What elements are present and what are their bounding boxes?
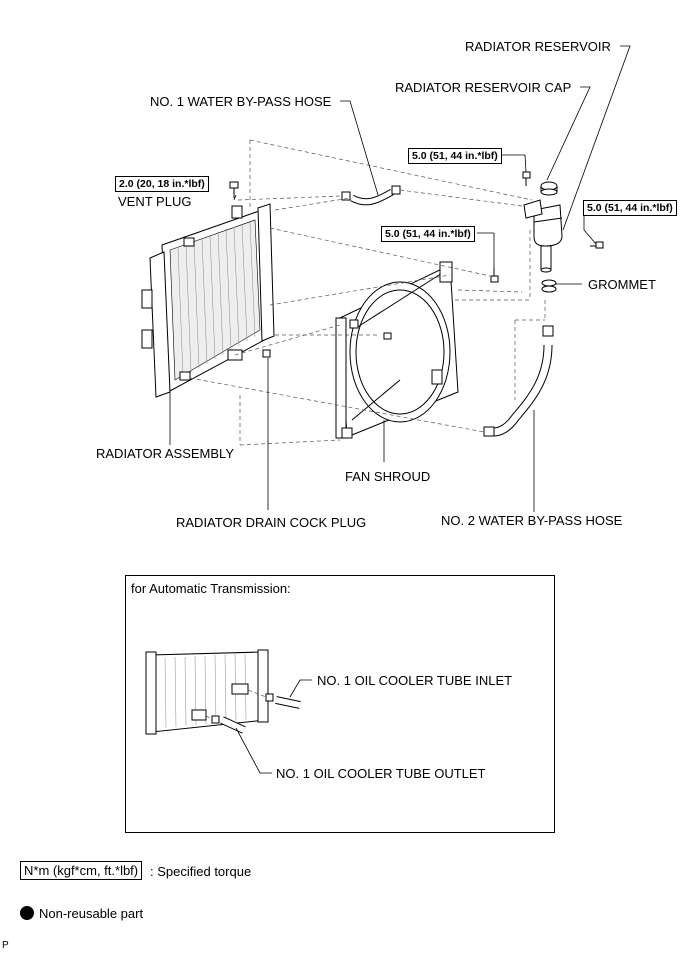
inset-drawing xyxy=(145,649,312,774)
label-no2-water-bypass-hose: NO. 2 WATER BY-PASS HOSE xyxy=(441,513,623,528)
label-oil-cooler-outlet: NO. 1 OIL COOLER TUBE OUTLET xyxy=(276,766,486,781)
fan-shroud-drawing xyxy=(335,261,459,439)
corner-mark: P xyxy=(2,940,9,951)
torque-vent-plug: 2.0 (20, 18 in.*lbf) xyxy=(115,176,209,192)
radiator-assembly-drawing xyxy=(141,203,275,398)
torque-reservoir-top: 5.0 (51, 44 in.*lbf) xyxy=(408,148,502,164)
legend-torque-desc: : Specified torque xyxy=(150,864,252,879)
label-fan-shroud: FAN SHROUD xyxy=(345,469,431,484)
label-oil-cooler-inlet: NO. 1 OIL COOLER TUBE INLET xyxy=(317,673,513,688)
legend-nonreusable: Non-reusable part xyxy=(39,906,144,921)
label-vent-plug: VENT PLUG xyxy=(118,194,192,209)
label-grommet: GROMMET xyxy=(588,277,656,292)
label-radiator-reservoir: RADIATOR RESERVOIR xyxy=(465,39,611,54)
label-no1-water-bypass-hose: NO. 1 WATER BY-PASS HOSE xyxy=(150,94,332,109)
legend-torque-unit: N*m (kgf*cm, ft.*lbf) xyxy=(20,861,143,880)
no2-water-bypass-hose-drawing xyxy=(483,325,554,437)
radiator-reservoir-drawing xyxy=(523,181,563,273)
grommet-drawing xyxy=(541,279,557,287)
label-radiator-assembly: RADIATOR ASSEMBLY xyxy=(96,446,234,461)
nonreusable-dot-icon xyxy=(20,906,34,920)
automatic-transmission-inset xyxy=(125,575,555,833)
bolts xyxy=(229,171,604,358)
label-radiator-drain-cock-plug: RADIATOR DRAIN COCK PLUG xyxy=(176,515,367,530)
inset-title: for Automatic Transmission: xyxy=(131,581,291,596)
no1-water-bypass-hose-drawing xyxy=(341,185,401,206)
torque-shroud: 5.0 (51, 44 in.*lbf) xyxy=(381,226,475,242)
torque-reservoir-right: 5.0 (51, 44 in.*lbf) xyxy=(583,200,677,216)
label-radiator-reservoir-cap: RADIATOR RESERVOIR CAP xyxy=(395,80,572,95)
